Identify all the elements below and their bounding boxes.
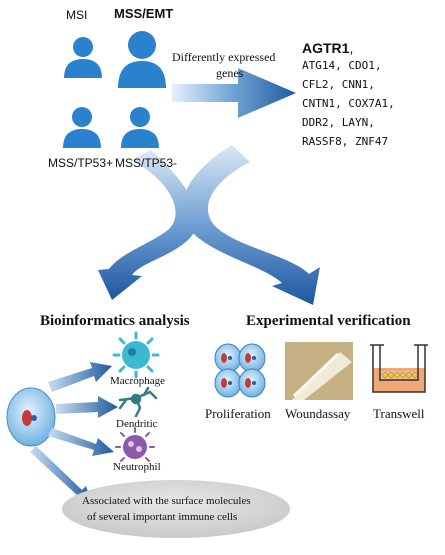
dendritic-icon: [118, 386, 158, 418]
label-neutrophil: Neutrophil: [113, 461, 161, 473]
macrophage-icon: [112, 331, 160, 379]
gene-highlight-suffix: ,: [349, 40, 354, 56]
label-woundassay: Woundassay: [285, 406, 351, 421]
label-dendritic: Dendritic: [116, 418, 158, 430]
gene-line: CFL2, CNN1,: [302, 78, 375, 91]
transwell-icon: [370, 344, 428, 393]
ribbon-arrow-right: [182, 145, 320, 305]
arrow-to-conclusion: [30, 446, 92, 504]
arrow-to-neutrophil: [48, 428, 114, 456]
arrow-caption-line1: Differently expressed: [172, 50, 276, 64]
arrow-to-macrophage: [48, 362, 112, 392]
gene-line: CNTN1, COX7A1,: [302, 97, 395, 110]
label-proliferation: Proliferation: [205, 406, 271, 421]
gene-highlight-line: AGTR1,: [302, 40, 353, 56]
person-icon-mss-emt: [118, 31, 166, 88]
person-icon-msi: [64, 37, 102, 78]
arrow-to-dendritic: [56, 396, 118, 418]
label-mss-tp53-pos: MSS/TP53+: [48, 156, 114, 170]
ribbon-arrow-left: [98, 150, 198, 300]
label-mss-tp53-neg: MSS/TP53-: [115, 156, 178, 170]
arrow-caption-line2: genes: [216, 66, 244, 80]
gene-line: ATG14, CDO1,: [302, 59, 382, 72]
gene-highlight: AGTR1: [302, 40, 350, 56]
label-mss-emt: MSS/EMT: [114, 6, 174, 21]
source-cell: [6, 387, 56, 447]
gene-line: RASSF8, ZNF47: [302, 135, 389, 148]
deg-arrow: [172, 68, 296, 118]
label-macrophage: Macrophage: [110, 375, 165, 387]
person-icon-mss-tp53-neg: [121, 107, 159, 148]
proliferation-cells-icon: [214, 343, 266, 398]
conclusion-line2: of several important immune cells: [87, 511, 238, 523]
neutrophil-icon: [115, 427, 155, 462]
conclusion-ellipse: [62, 480, 290, 538]
wound-assay-image: [285, 342, 353, 400]
label-msi: MSI: [66, 8, 88, 22]
bioinformatics-title: Bioinformatics analysis: [40, 313, 190, 329]
gene-line: DDR2, LAYN,: [302, 116, 375, 129]
label-transwell: Transwell: [373, 406, 425, 421]
person-icon-mss-tp53-pos: [63, 107, 101, 148]
experimental-title: Experimental verification: [246, 313, 411, 329]
conclusion-line1: Associated with the surface molecules: [82, 495, 251, 507]
